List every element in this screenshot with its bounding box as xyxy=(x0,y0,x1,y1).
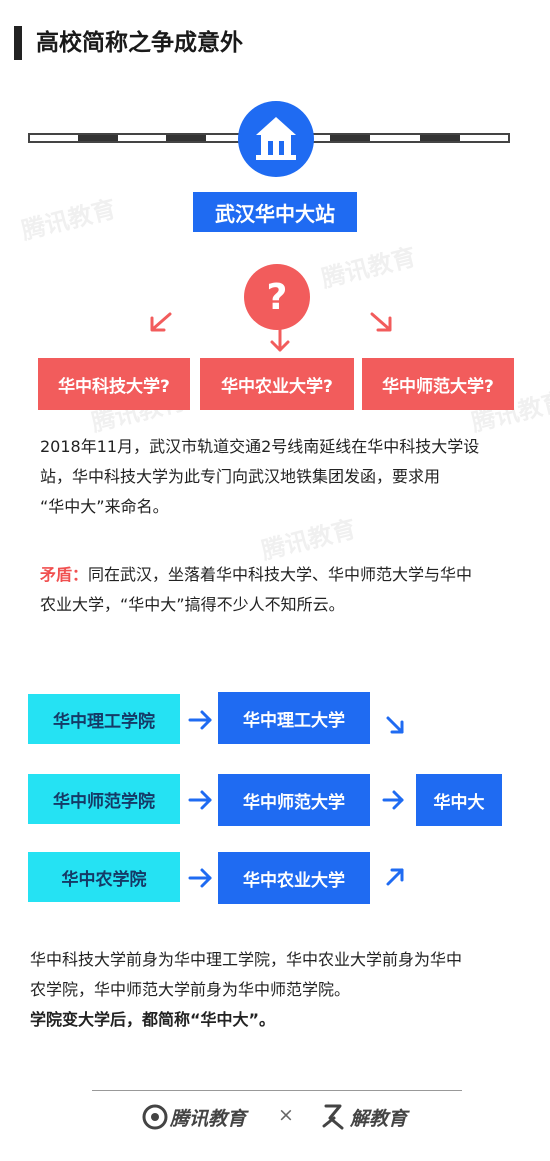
paragraph-summary: 华中科技大学前身为华中理工学院，华中农业大学前身为华中 农学院，华中师范大学前身… xyxy=(30,945,530,1035)
station-label: 武汉华中大站 xyxy=(193,192,357,232)
flow-result: 华中大 xyxy=(416,774,502,826)
flow-arrows-icon xyxy=(188,710,404,888)
rail-tie xyxy=(330,135,370,141)
flow-old-name: 华中师范学院 xyxy=(28,774,180,824)
rail-tie xyxy=(78,135,118,141)
flow-old-name: 华中农学院 xyxy=(28,852,180,902)
rail-tie xyxy=(420,135,460,141)
flow-old-name: 华中理工学院 xyxy=(28,694,180,744)
text-line: “华中大”来命名。 xyxy=(40,497,169,516)
jiejiaoyu-logo-icon xyxy=(322,1104,344,1130)
text-line: 农业大学，“华中大”搞得不少人不知所云。 xyxy=(40,595,345,614)
branch-arrows-icon xyxy=(150,312,392,352)
flow-new-name: 华中理工大学 xyxy=(218,692,370,744)
text-line: 华中科技大学前身为华中理工学院，华中农业大学前身为华中 xyxy=(30,950,463,969)
tencent-logo-icon xyxy=(142,1104,168,1130)
title-accent-bar xyxy=(14,26,22,60)
conflict-label: 矛盾： xyxy=(40,565,89,584)
candidate-box: 华中师范大学? xyxy=(362,358,514,410)
text-line: 2018年11月，武汉市轨道交通2号线南延线在华中科技大学设 xyxy=(40,437,480,456)
station-circle xyxy=(238,101,314,177)
candidate-box: 华中农业大学? xyxy=(200,358,354,410)
station-house-icon xyxy=(256,117,296,160)
question-circle: ? xyxy=(244,264,310,330)
page-title: 高校简称之争成意外 xyxy=(36,30,243,56)
text-line: 同在武汉，坐落着华中科技大学、华中师范大学与华中 xyxy=(88,565,473,584)
paragraph-intro: 2018年11月，武汉市轨道交通2号线南延线在华中科技大学设 站，华中科技大学为… xyxy=(40,432,520,522)
rail-tie xyxy=(166,135,206,141)
footer-brand-jiejiaoyu: 解教育 xyxy=(350,1108,408,1130)
footer-separator: × xyxy=(278,1104,294,1126)
footer-divider xyxy=(92,1090,462,1091)
text-line: 站，华中科技大学为此专门向武汉地铁集团发函，要求用 xyxy=(40,467,441,486)
watermark: 腾讯教育 xyxy=(318,242,419,294)
text-line-bold: 学院变大学后，都简称“华中大”。 xyxy=(30,1010,276,1029)
flow-new-name: 华中农业大学 xyxy=(218,852,370,904)
watermark: 腾讯教育 xyxy=(18,194,119,246)
paragraph-conflict: 矛盾：同在武汉，坐落着华中科技大学、华中师范大学与华中 农业大学，“华中大”搞得… xyxy=(40,560,520,620)
flow-new-name: 华中师范大学 xyxy=(218,774,370,826)
footer-brand-tencent: 腾讯教育 xyxy=(170,1108,247,1130)
text-line: 农学院，华中师范大学前身为华中师范学院。 xyxy=(30,980,351,999)
candidate-box: 华中科技大学? xyxy=(38,358,190,410)
